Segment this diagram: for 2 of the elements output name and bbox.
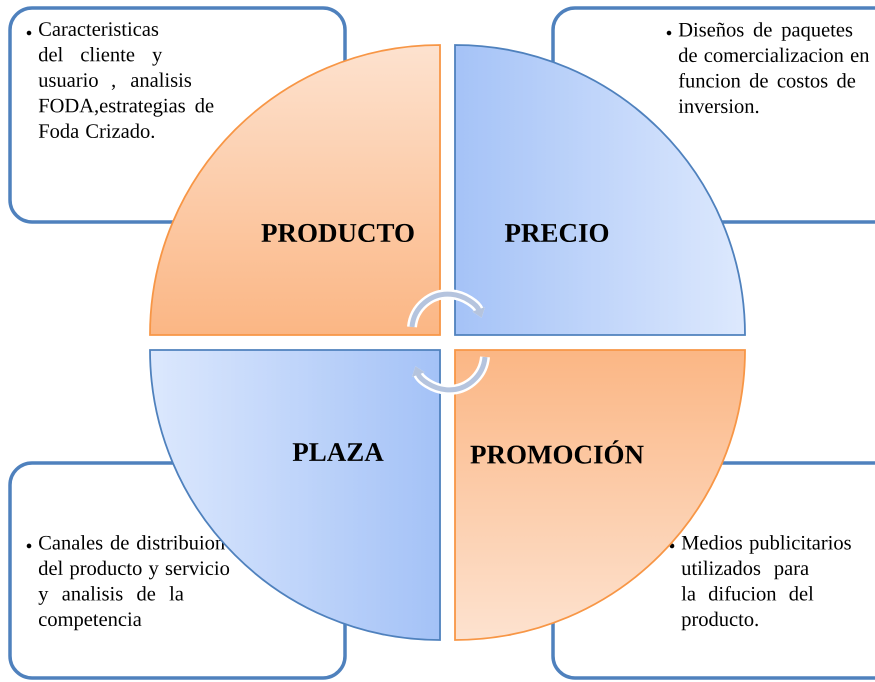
curved-arrow [412,356,490,395]
curved-arrow [407,289,486,328]
